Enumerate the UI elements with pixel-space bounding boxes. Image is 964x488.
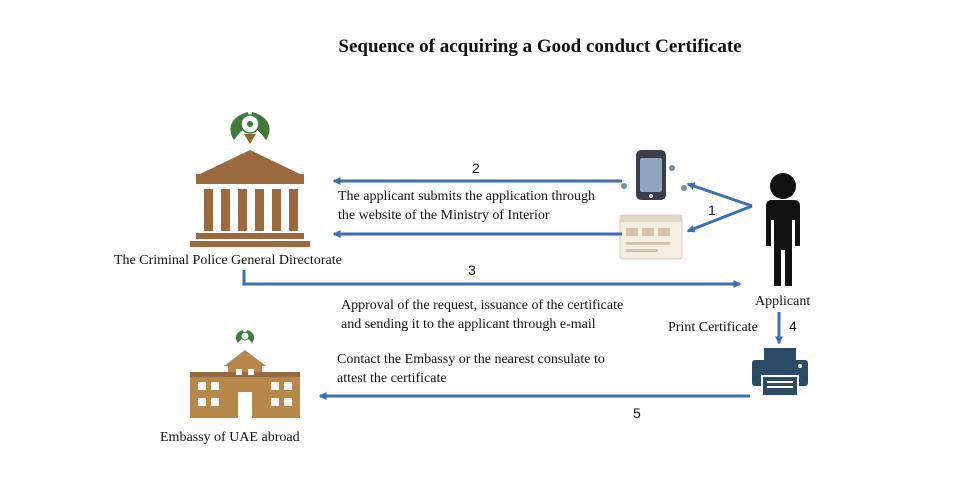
step-1-arrows: [686, 182, 753, 233]
step-2-number: 2: [472, 160, 480, 176]
print-certificate-label: Print Certificate: [668, 320, 758, 335]
printer-icon: [752, 348, 808, 397]
step-5-description: Contact the Embassy or the nearest consu…: [337, 350, 605, 388]
directorate-label: The Criminal Police General Directorate: [114, 253, 342, 268]
step-5-line-2: attest the certificate: [337, 371, 447, 386]
step-2-arrows: [332, 177, 622, 238]
applicant-label: Applicant: [755, 294, 811, 309]
uae-emblem-icon: [230, 112, 270, 144]
embassy-building-icon: [190, 330, 300, 418]
uae-emblem-small-icon: [235, 330, 255, 343]
step-5-number: 5: [633, 405, 641, 421]
smartphone-and-browser-icon: [619, 150, 687, 260]
step-3-line-2: and sending it to the applicant through …: [341, 317, 596, 332]
diagram-title: Sequence of acquiring a Good conduct Cer…: [338, 36, 742, 57]
step-5-line-1: Contact the Embassy or the nearest consu…: [337, 352, 605, 367]
government-building-icon: [190, 112, 310, 247]
step-3-description: Approval of the request, issuance of the…: [341, 296, 623, 334]
step-2-description: The applicant submits the application th…: [338, 187, 595, 225]
step-2-line-2: the website of the Ministry of Interior: [338, 208, 550, 223]
step-3-number: 3: [468, 262, 476, 278]
embassy-label: Embassy of UAE abroad: [160, 430, 300, 445]
step-3-arrow: [242, 270, 742, 288]
step-3-line-1: Approval of the request, issuance of the…: [341, 298, 624, 313]
step-2-line-1: The applicant submits the application th…: [338, 189, 595, 204]
step-1-number: 1: [708, 202, 716, 218]
step-4-number: 4: [789, 318, 797, 334]
person-icon: [766, 173, 800, 286]
